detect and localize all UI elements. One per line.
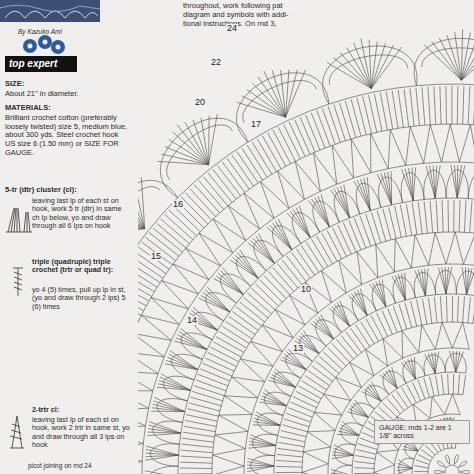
round-number: 22 [210, 58, 222, 67]
pattern-text: yo 4 (5) times, pull up lp in st, (yo an… [32, 286, 130, 311]
gauge-box: GAUGE: rnds 1-2 are 1 1/8" across [374, 420, 470, 444]
logo-banner: top expert [5, 56, 77, 72]
pattern-text: throughout, work following pat [183, 2, 301, 11]
round-number: 15 [150, 252, 162, 261]
pattern-text: By Kazuko Ami [18, 28, 108, 35]
round-number: 10 [300, 285, 312, 294]
photo-strip [0, 0, 100, 22]
pattern-text: diagram and symbols with addi- [183, 11, 301, 20]
chart-strokes [138, 29, 474, 474]
round-number: 14 [186, 316, 198, 325]
round-number: 16 [172, 200, 184, 209]
centre-ring [445, 465, 459, 474]
pattern-text: MATERIALS: [5, 104, 130, 113]
crochet-chart [138, 29, 474, 474]
pattern-text: tional instructions. On rnd 3, [183, 20, 301, 29]
pattern-text: 5-tr (dtr) cluster (cl): [5, 186, 130, 195]
pattern-text: SIZE: [5, 80, 130, 89]
pattern-text: About 21" in diameter. [5, 90, 130, 99]
pattern-text: Brilliant crochet cotton (preferably loo… [5, 114, 129, 157]
round-number: 17 [250, 120, 262, 129]
pattern-text: leaving last lp of each st on hook, work… [32, 416, 130, 449]
node-text: top expert [9, 58, 73, 70]
pattern-text: triple (quadruple) triple crochet (trtr … [32, 258, 130, 275]
pattern-text: leaving last lp of each st on hook, work… [32, 197, 130, 230]
round-number: 13 [292, 344, 304, 353]
pattern-text: picot joining on rnd 24 [28, 462, 158, 469]
round-number: 20 [194, 98, 206, 107]
round-number: 24 [226, 24, 238, 33]
pattern-text: 2-trtr cl: [32, 406, 130, 414]
logo-flowers [23, 35, 65, 54]
stitch-symbols [6, 208, 32, 448]
node-text: GAUGE: rnds 1-2 are 1 1/8" across [379, 424, 465, 440]
